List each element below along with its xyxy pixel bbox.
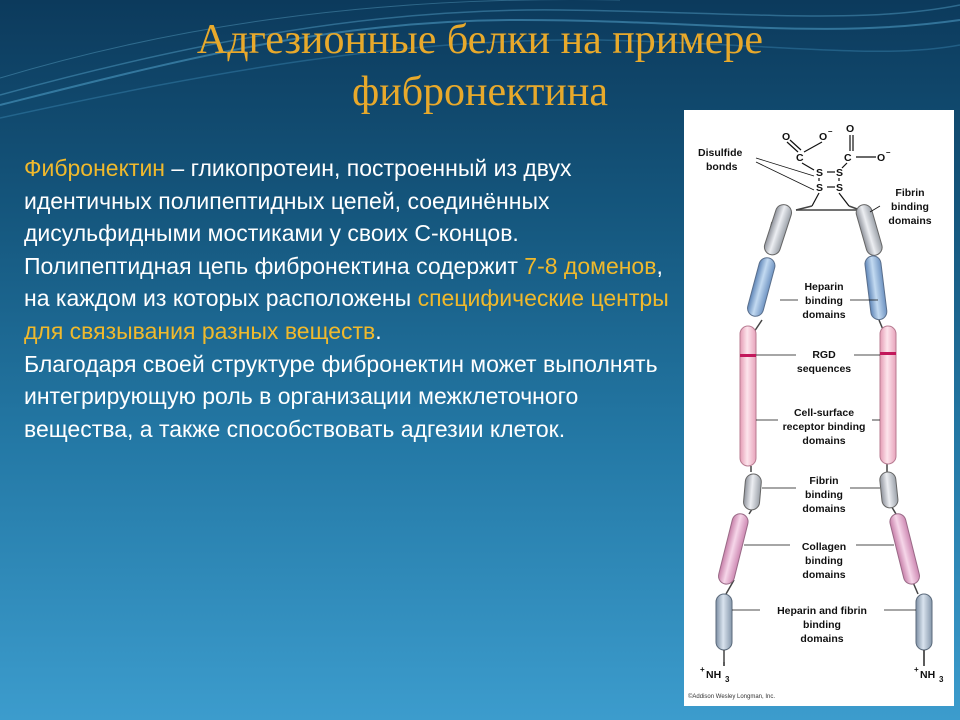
- rgd-label-line2: sequences: [797, 363, 851, 375]
- domains-text-a: Полипептидная цепь фибронектина содержит: [24, 252, 525, 279]
- paragraph-role: Благодаря своей структуре фибронектин мо…: [24, 350, 658, 442]
- fibrin-top-label-line1: Fibrin: [895, 187, 924, 199]
- right-nh3-sub: 3: [939, 675, 944, 684]
- heparin-label-line2: binding: [805, 295, 843, 307]
- left-chain: [715, 204, 793, 651]
- disulfide-label-line2: bonds: [706, 161, 738, 173]
- highlight-binding-centers: специфические центры для связывания разн…: [24, 285, 669, 344]
- right-nh3-plus: +: [914, 665, 919, 674]
- collagen-label-line2: binding: [805, 555, 843, 567]
- heparin-label-line1: Heparin: [804, 281, 843, 293]
- right-chain: [855, 204, 933, 651]
- left-fibrin-domain-top: [763, 204, 793, 256]
- heparin-fibrin-label-line1: Heparin and fibrin: [777, 605, 867, 617]
- definition-text: – гликопротеин, построенный из двух иден…: [24, 155, 572, 247]
- atom-c2: C: [844, 152, 852, 164]
- atom-o1: O: [782, 131, 790, 143]
- right-heparin-domain: [864, 255, 888, 321]
- domains-text-b: , на каждом из которых расположены: [24, 252, 663, 312]
- atom-s3: S: [816, 182, 823, 194]
- slide-title: Адгезионные белки на примере фибронектин…: [120, 14, 840, 118]
- disulfide-leaders: [755, 157, 815, 191]
- atom-c1: C: [796, 152, 804, 164]
- right-heparin-fibrin-domain: [915, 593, 933, 651]
- title-line-2: фибронектина: [352, 69, 608, 115]
- collagen-label-line1: Collagen: [802, 541, 846, 553]
- heparin-label-line3: domains: [802, 309, 845, 321]
- minus-sign-1: –: [828, 127, 833, 136]
- domain-labels: Fibrin binding domains Heparin binding d…: [777, 187, 932, 645]
- domains-text-c: .: [375, 317, 382, 344]
- left-nh3-plus: +: [700, 665, 705, 674]
- fibronectin-structure-svg: O O – O C C O – S S S S Disulfide bonds: [698, 123, 944, 684]
- chemical-bonds: [786, 135, 876, 207]
- rgd-label-line1: RGD: [812, 349, 836, 361]
- paragraph-domains: Полипептидная цепь фибронектина содержит…: [24, 250, 684, 348]
- cell-label-line3: domains: [802, 435, 845, 447]
- left-fibrin-domain-bottom: [743, 473, 762, 511]
- term-fibronectin: Фибронектин: [24, 155, 165, 181]
- collagen-label-line3: domains: [802, 569, 845, 581]
- heparin-fibrin-label-line2: binding: [803, 619, 841, 631]
- left-heparin-domain: [747, 257, 776, 317]
- left-heparin-fibrin-domain: [715, 593, 733, 651]
- highlight-domain-count: 7-8 доменов: [524, 252, 657, 279]
- cell-label-line1: Cell-surface: [794, 407, 854, 419]
- heparin-fibrin-label-line3: domains: [800, 633, 843, 645]
- fibronectin-diagram: O O – O C C O – S S S S Disulfide bonds: [684, 110, 954, 706]
- fibrin-bottom-label-line3: domains: [802, 503, 845, 515]
- left-nh3-terminus: + NH 3: [700, 665, 730, 684]
- left-nh3-sub: 3: [725, 675, 730, 684]
- fibrin-top-label-line2: binding: [891, 201, 929, 213]
- left-collagen-domain: [718, 513, 749, 585]
- right-nh3-text: NH: [920, 669, 935, 681]
- atom-o2: O: [819, 131, 827, 143]
- copyright-text: ©Addison Wesley Longman, Inc.: [688, 694, 776, 700]
- paragraph-definition: Фибронектин – гликопротеин, построенный …: [24, 152, 684, 250]
- title-line-1: Адгезионные белки на примере: [196, 17, 764, 63]
- atom-s1: S: [816, 167, 823, 179]
- atom-s2: S: [836, 167, 843, 179]
- atom-o3: O: [846, 123, 854, 135]
- body-text: Фибронектин – гликопротеин, построенный …: [24, 152, 684, 445]
- right-fibrin-domain-top: [855, 204, 883, 256]
- fibrin-bottom-label-line1: Fibrin: [809, 475, 838, 487]
- atom-o4: O: [877, 152, 885, 164]
- fibrin-top-label-line3: domains: [888, 215, 931, 227]
- right-nh3-terminus: + NH 3: [914, 665, 944, 684]
- amino-tails: [723, 650, 925, 666]
- cell-label-line2: receptor binding: [783, 421, 866, 433]
- minus-sign-2: –: [886, 148, 891, 157]
- disulfide-label-line1: Disulfide: [698, 147, 742, 159]
- label-leaders: [732, 205, 916, 611]
- right-fibrin-domain-bottom: [879, 471, 899, 509]
- atom-s4: S: [836, 182, 843, 194]
- right-cell-domain: [879, 325, 897, 465]
- right-collagen-domain: [889, 513, 920, 585]
- fibrin-bottom-label-line2: binding: [805, 489, 843, 501]
- left-cell-domain: [739, 325, 757, 467]
- left-nh3-text: NH: [706, 669, 721, 681]
